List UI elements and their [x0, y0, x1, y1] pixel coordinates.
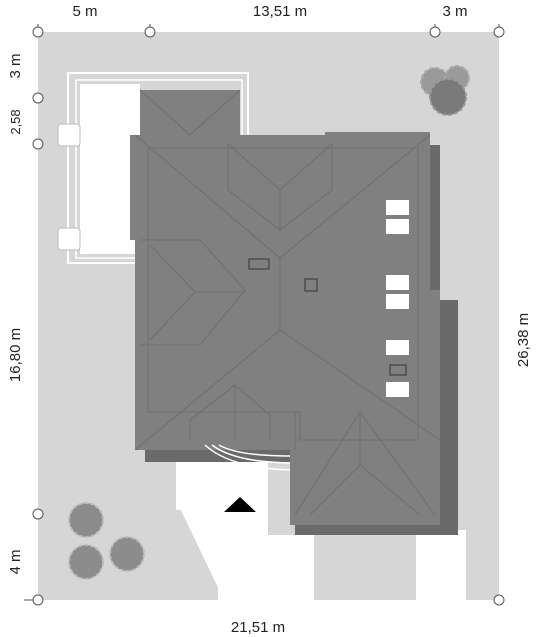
bottom-dimension: 21,51 m [231, 619, 285, 636]
entrance-arrow-icon [224, 497, 256, 512]
chimney-icon [248, 258, 270, 270]
skylight-icon [386, 275, 409, 290]
chimney-icon [389, 364, 407, 376]
skylight-icon [386, 294, 409, 309]
tree-icon [68, 502, 145, 580]
top-dimension-2: 13,51 m [253, 3, 307, 20]
skylight-icon [386, 382, 409, 397]
entrance-steps [204, 444, 291, 471]
skylight-icon [386, 200, 409, 215]
right-dimension: 26,38 m [515, 313, 532, 367]
top-dimension-3: 3 m [442, 3, 467, 20]
skylight-icon [386, 219, 409, 234]
top-dimension-1: 5 m [72, 3, 97, 20]
left-dimension-2: 2,58 [8, 109, 23, 134]
skylight-icon [386, 340, 409, 355]
roof [130, 89, 441, 525]
chimney-icon [304, 278, 318, 292]
dimension-lines [24, 24, 505, 606]
tree-icon [420, 65, 470, 116]
left-dimension-1: 3 m [7, 53, 24, 78]
left-dimension-4: 4 m [7, 549, 24, 574]
left-dimension-3: 16,80 m [7, 328, 24, 382]
paving [176, 455, 466, 600]
